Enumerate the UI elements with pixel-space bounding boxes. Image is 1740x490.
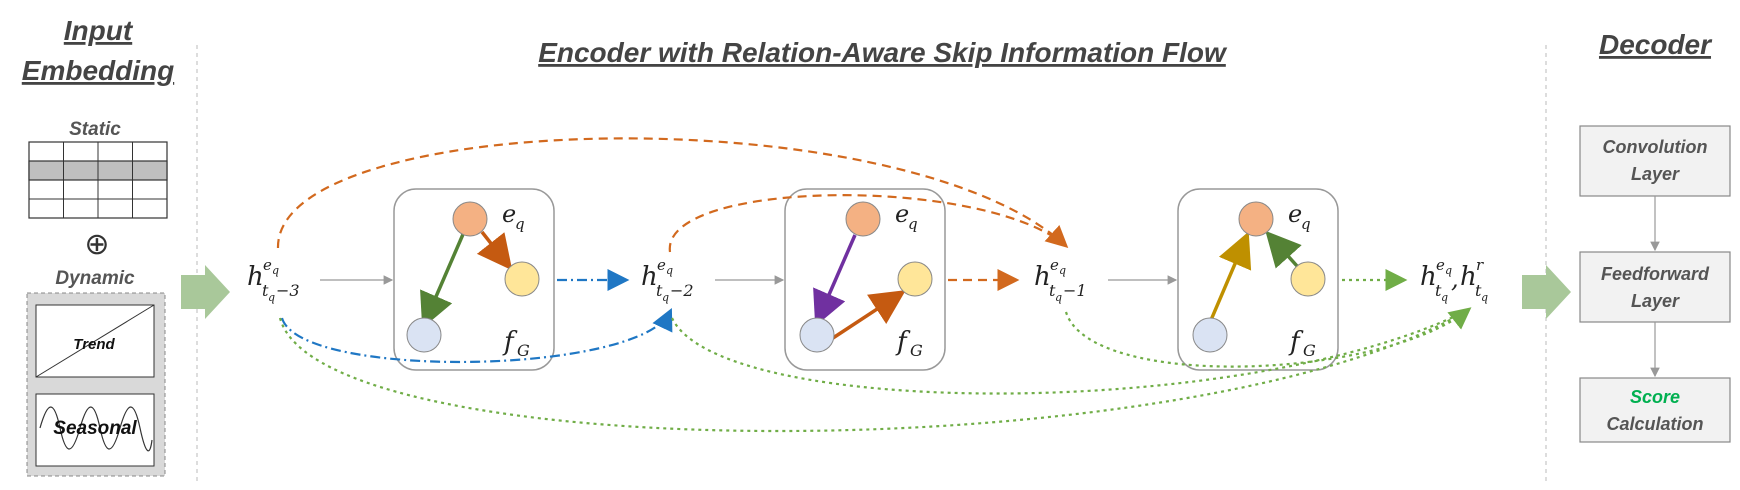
svg-text:t: t	[656, 281, 663, 300]
green-skip-3	[1064, 307, 1472, 368]
static-table	[28, 141, 168, 219]
blue-skip	[280, 308, 673, 363]
svg-text:e: e	[1288, 200, 1302, 228]
svg-text:q: q	[662, 291, 669, 304]
svg-text:q: q	[1059, 264, 1066, 277]
gnn1-edge-orange	[476, 230, 513, 271]
svg-text:q: q	[1481, 291, 1488, 304]
convolution-layer-line1: Convolution	[1603, 137, 1708, 157]
score-calculation-line1: Score	[1630, 387, 1680, 407]
svg-text:e: e	[895, 200, 909, 228]
svg-text:t: t	[1049, 281, 1056, 300]
svg-text:q: q	[515, 215, 525, 233]
svg-text:q: q	[1445, 264, 1452, 277]
hidden-state-t-minus-1: h e q t q −1	[1034, 256, 1087, 304]
svg-text:h: h	[247, 262, 264, 292]
hidden-state-t-minus-3: h e q t q −3	[247, 256, 300, 304]
svg-text:G: G	[517, 341, 530, 360]
orange-skip-long	[276, 137, 1069, 249]
svg-text:−1: −1	[1063, 281, 1087, 300]
seasonal-label: Seasonal	[53, 418, 137, 439]
gnn3-edge-gold	[1209, 231, 1252, 321]
svg-text:−3: −3	[276, 281, 300, 300]
gnn3-edge-green	[1265, 230, 1302, 269]
svg-text:e: e	[263, 256, 272, 274]
gnn1-label-eq: e q	[502, 200, 525, 233]
feedforward-layer-line2: Layer	[1631, 291, 1680, 311]
gnn2-edge-orange	[832, 290, 906, 340]
gnn1-node-yellow	[504, 261, 540, 297]
gnn1-edge-green	[420, 231, 466, 329]
score-calculation-box	[1579, 377, 1731, 443]
svg-text:−2: −2	[670, 281, 694, 300]
svg-text:e: e	[502, 200, 516, 228]
svg-text:q: q	[908, 215, 918, 233]
input-to-encoder-arrow	[181, 265, 230, 319]
feedforward-layer-line1: Feedforward	[1601, 264, 1710, 284]
svg-text:h: h	[1034, 262, 1051, 292]
svg-text:h: h	[641, 262, 658, 292]
static-label: Static	[69, 119, 121, 140]
svg-text:r: r	[1476, 256, 1484, 274]
dynamic-panel	[26, 292, 166, 477]
gnn3-node-blue	[1192, 317, 1228, 353]
combine-symbol: ⊕	[84, 227, 109, 262]
score-calculation-line2: Calculation	[1606, 414, 1703, 434]
green-skip-1	[278, 309, 1469, 433]
svg-text:e: e	[657, 256, 666, 274]
svg-text:G: G	[910, 341, 923, 360]
input-title-line2: Embedding	[22, 55, 174, 86]
gnn2-label-eq: e q	[895, 200, 918, 233]
svg-text:q: q	[1441, 291, 1448, 304]
convolution-layer-box	[1579, 125, 1731, 197]
gnn3-node-eq	[1238, 201, 1274, 237]
convolution-layer-line2: Layer	[1631, 164, 1680, 184]
svg-text:q: q	[666, 264, 673, 277]
hidden-state-t-minus-2: h e q t q −2	[641, 256, 694, 304]
svg-text:t: t	[1475, 281, 1482, 300]
svg-text:q: q	[1055, 291, 1062, 304]
svg-text:t: t	[1435, 281, 1442, 300]
decoder-title: Decoder	[1599, 29, 1713, 60]
gnn1-node-blue	[406, 317, 442, 353]
input-title-line1: Input	[64, 15, 134, 46]
encoder-title: Encoder with Relation-Aware Skip Informa…	[538, 37, 1228, 68]
gnn2-node-blue	[799, 317, 835, 353]
svg-text:h: h	[1460, 262, 1477, 292]
dynamic-label: Dynamic	[55, 268, 135, 289]
svg-text:h: h	[1420, 262, 1437, 292]
svg-text:G: G	[1303, 341, 1316, 360]
feedforward-layer-box	[1579, 251, 1731, 323]
svg-text:e: e	[1436, 256, 1445, 274]
gnn2-edge-purple	[813, 234, 857, 327]
green-skip-2	[671, 309, 1469, 395]
trend-label: Trend	[73, 336, 115, 353]
svg-text:t: t	[262, 281, 269, 300]
gnn3-label-eq: e q	[1288, 200, 1311, 233]
hidden-state-output: h e q t q , h r t q	[1420, 256, 1488, 304]
svg-text:e: e	[1050, 256, 1059, 274]
encoder-to-decoder-arrow	[1522, 265, 1571, 319]
orange-skip-short	[668, 194, 1066, 253]
gnn2-node-eq	[845, 201, 881, 237]
gnn3-node-yellow	[1290, 261, 1326, 297]
gnn2-node-yellow	[897, 261, 933, 297]
svg-text:q: q	[268, 291, 275, 304]
gnn1-node-eq	[452, 201, 488, 237]
svg-text:q: q	[272, 264, 279, 277]
svg-text:,: ,	[1451, 265, 1459, 293]
svg-text:q: q	[1301, 215, 1311, 233]
